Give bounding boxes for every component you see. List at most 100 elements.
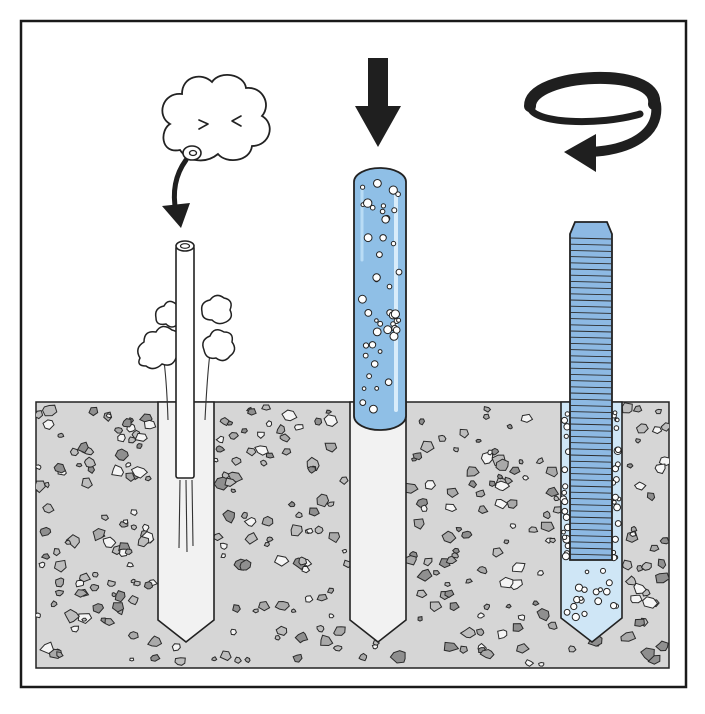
- aggregate-stone: [545, 486, 560, 498]
- aggregate-stone: [144, 475, 152, 482]
- aggregate-stone: [328, 532, 341, 544]
- resin-bubble: [561, 489, 568, 496]
- aggregate-stone: [295, 511, 303, 519]
- aggregate-stone: [274, 600, 290, 611]
- aggregate-stone: [231, 456, 242, 466]
- aggregate-stone: [443, 641, 460, 652]
- aggregate-stone: [509, 523, 517, 529]
- resin-bubble: [611, 493, 619, 501]
- aggregate-stone: [326, 587, 335, 594]
- resin-bubble: [390, 240, 397, 247]
- resin-bubble: [561, 466, 569, 474]
- resin-bubble: [379, 208, 386, 215]
- aggregate-stone: [65, 534, 80, 549]
- resin-bubble: [384, 378, 393, 387]
- resin-bubble: [386, 283, 393, 290]
- aggregate-stone: [75, 463, 83, 468]
- aggregate-stone: [306, 466, 316, 474]
- resin-bubble: [603, 587, 611, 596]
- resin-bubble: [364, 309, 373, 317]
- aggregate-stone: [520, 413, 534, 423]
- aggregate-stone: [497, 629, 508, 640]
- rod-thread: [569, 305, 613, 308]
- aggregate-stone: [326, 501, 335, 507]
- arrow-down-icon: [355, 58, 401, 147]
- aggregate-stone: [314, 417, 323, 426]
- aggregate-stone: [92, 603, 105, 614]
- aggregate-stone: [328, 613, 335, 619]
- resin-bubble: [372, 273, 381, 282]
- resin-bubble: [610, 602, 618, 610]
- resin-bubble: [377, 320, 384, 327]
- resin-bubble: [391, 207, 398, 214]
- rod-thread: [569, 280, 613, 283]
- aggregate-stone: [127, 594, 139, 606]
- rod-thread: [569, 243, 613, 246]
- resin-bubble: [362, 352, 369, 359]
- aggregate-stone: [243, 516, 257, 527]
- rod-thread: [569, 435, 613, 438]
- aggregate-stone: [292, 653, 303, 663]
- aggregate-stone: [524, 659, 535, 667]
- aggregate-stone: [147, 635, 163, 647]
- aggregate-stone: [621, 402, 633, 414]
- aggregate-stone: [87, 466, 96, 474]
- rod-thread: [569, 361, 613, 364]
- aggregate-stone: [419, 440, 435, 454]
- aggregate-stone: [136, 442, 143, 450]
- aggregate-stone: [632, 405, 643, 413]
- aggregate-stone: [44, 481, 50, 489]
- aggregate-stone: [483, 603, 491, 611]
- aggregate-stone: [659, 537, 669, 545]
- aggregate-stone: [121, 418, 132, 428]
- aggregate-stone: [53, 548, 61, 557]
- resin-bubble: [592, 588, 600, 596]
- aggregate-stone: [314, 525, 324, 535]
- aggregate-stone: [459, 645, 468, 654]
- rod-thread: [569, 274, 613, 277]
- rod-thread: [569, 535, 613, 538]
- aggregate-stone: [537, 570, 545, 576]
- aggregate-stone: [634, 618, 645, 627]
- rod-thread: [569, 491, 613, 494]
- aggregate-stone: [134, 432, 148, 442]
- aggregate-stone: [476, 628, 485, 636]
- rod-thread: [569, 349, 613, 352]
- aggregate-stone: [252, 608, 259, 614]
- aggregate-stone: [143, 419, 157, 430]
- aggregate-stone: [78, 572, 92, 583]
- aggregate-stone: [130, 509, 138, 516]
- aggregate-stone: [465, 578, 473, 584]
- resin-bubble: [571, 612, 580, 622]
- resin-bubble: [561, 498, 569, 506]
- aggregate-stone: [532, 600, 540, 606]
- rod-thread: [569, 404, 613, 407]
- aggregate-stone: [535, 457, 544, 465]
- resin-bubble: [562, 513, 571, 521]
- aggregate-stone: [316, 624, 325, 633]
- resin-bubble: [614, 520, 622, 527]
- aggregate-stone: [452, 547, 460, 554]
- rod-thread: [569, 355, 613, 358]
- rod-thread: [569, 249, 613, 252]
- aggregate-stone: [42, 503, 55, 514]
- aggregate-stone: [81, 617, 88, 622]
- aggregate-stone: [122, 519, 129, 525]
- aggregate-stone: [646, 492, 656, 502]
- aggregate-stone: [624, 575, 637, 586]
- rod-thread: [569, 342, 613, 345]
- aggregate-stone: [635, 423, 649, 434]
- aggregate-stone: [492, 547, 504, 558]
- aggregate-stone: [412, 452, 423, 461]
- aggregate-stone: [626, 463, 634, 469]
- rod-thread: [569, 547, 613, 550]
- aggregate-stone: [416, 589, 428, 599]
- aggregate-stone: [547, 621, 558, 630]
- aggregate-stone: [511, 562, 526, 573]
- resin-bubble: [369, 404, 378, 414]
- aggregate-stone: [63, 608, 80, 624]
- resin-bubble: [615, 461, 621, 468]
- aggregate-stone: [505, 603, 512, 609]
- aggregate-stone: [446, 487, 459, 499]
